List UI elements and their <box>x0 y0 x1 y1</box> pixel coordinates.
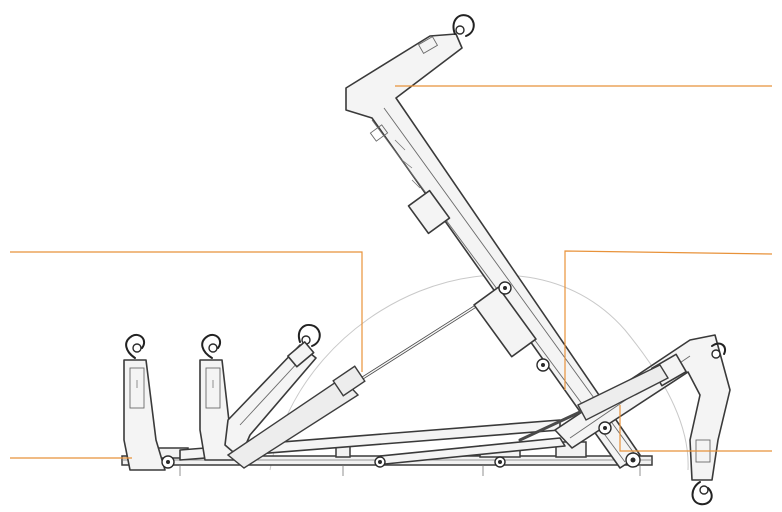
main-boom-arm <box>345 14 641 469</box>
folded-arm-position-1 <box>123 334 175 471</box>
rear-folding-arm <box>554 334 731 506</box>
lift-cylinder <box>226 290 500 469</box>
callout-upper-left <box>10 251 363 372</box>
swing-arc <box>269 274 689 471</box>
folded-arm-position-3 <box>224 324 321 459</box>
callout-middle-right <box>564 250 773 390</box>
tilt-cylinder <box>494 364 669 468</box>
callout-lower-right <box>619 405 772 452</box>
